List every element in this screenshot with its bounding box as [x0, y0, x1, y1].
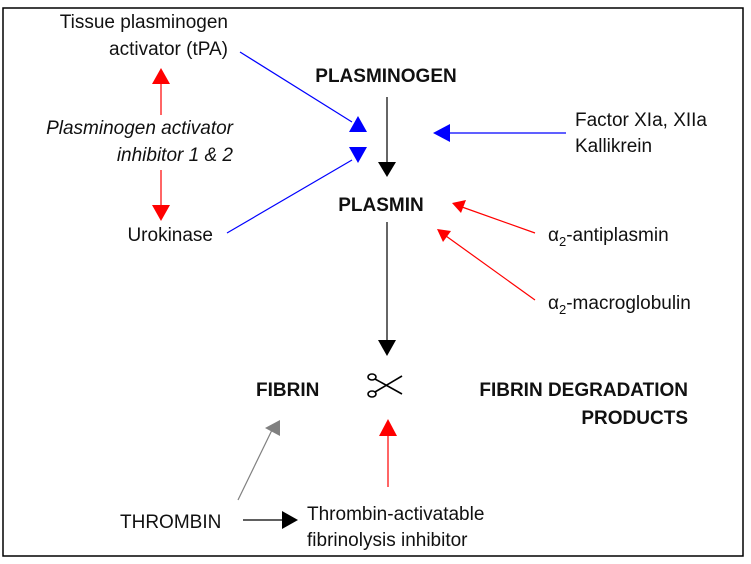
urokinase-label: Urokinase	[127, 225, 213, 246]
plasmin-to-fibrinolysis-arrow	[378, 222, 396, 356]
urokinase-activation-arrow	[226, 147, 367, 234]
pai-label-line2: inhibitor 1 & 2	[117, 145, 234, 166]
antiplasmin-label: α2-antiplasmin	[548, 225, 669, 249]
fdp-label-line1: FIBRIN DEGRADATION	[479, 380, 688, 401]
thrombin-to-fibrin-arrow	[237, 420, 280, 501]
tafi-inhibition-arrow	[379, 419, 397, 487]
plasminogen-label: PLASMINOGEN	[315, 66, 456, 87]
pai-label-line1: Plasminogen activator	[46, 118, 234, 139]
antiplasmin-inhibition-arrow	[452, 200, 536, 234]
macroglobulin-label: α2-macroglobulin	[548, 293, 691, 317]
macroglobulin-inhibition-arrow	[437, 229, 536, 301]
tafi-label-line1: Thrombin-activatable	[307, 504, 484, 525]
thrombin-to-tafi-arrow	[243, 511, 298, 529]
thrombin-label: THROMBIN	[120, 512, 221, 533]
plasmin-label: PLASMIN	[338, 195, 424, 216]
frame-border	[2, 7, 744, 557]
scissors-icon	[367, 373, 403, 398]
tpa-activation-arrow	[239, 51, 367, 132]
tpa-label-line2: activator (tPA)	[109, 39, 228, 60]
fibrin-label: FIBRIN	[256, 380, 319, 401]
tpa-label-line1: Tissue plasminogen	[60, 12, 228, 33]
tafi-label-line2: fibrinolysis inhibitor	[307, 530, 468, 551]
pai-inhibits-urokinase-arrow	[152, 170, 170, 221]
factors-label-line2: Kallikrein	[575, 136, 652, 157]
factors-activation-arrow	[433, 124, 566, 142]
factors-label-line1: Factor XIa, XIIa	[575, 110, 707, 131]
fdp-label-line2: PRODUCTS	[581, 408, 688, 429]
plasminogen-to-plasmin-arrow	[378, 97, 396, 177]
pai-inhibits-tpa-arrow	[152, 68, 170, 115]
